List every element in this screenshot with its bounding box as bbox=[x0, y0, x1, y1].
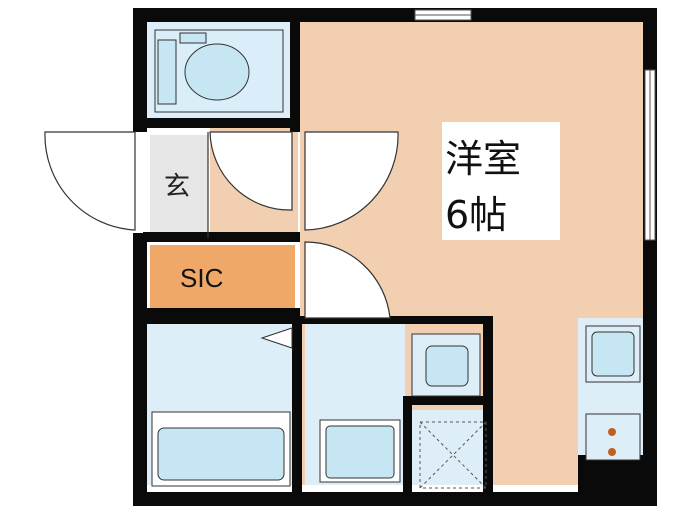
bathtub-icon bbox=[151, 411, 291, 487]
window-icon bbox=[644, 69, 656, 241]
closet-label: SIC bbox=[180, 263, 223, 293]
room-label-background bbox=[442, 122, 560, 240]
washer-space-floor bbox=[412, 410, 492, 485]
kitchen-sink-icon bbox=[585, 325, 641, 383]
window-icon bbox=[414, 9, 472, 21]
door-swing-icon bbox=[44, 131, 399, 319]
room-size-label: 6帖 bbox=[445, 193, 507, 237]
door-swing-icon bbox=[260, 327, 293, 349]
room-name-label: 洋室 bbox=[445, 137, 521, 181]
entrance-label: 玄 bbox=[164, 172, 190, 202]
closet-floor bbox=[150, 245, 295, 310]
stove-burner-icon bbox=[585, 413, 641, 461]
sink-icon bbox=[411, 333, 481, 397]
washbasin-icon bbox=[319, 419, 401, 483]
toilet-icon bbox=[154, 29, 284, 113]
washing-machine-pan-icon bbox=[419, 421, 487, 489]
entrance-floor bbox=[150, 135, 208, 240]
